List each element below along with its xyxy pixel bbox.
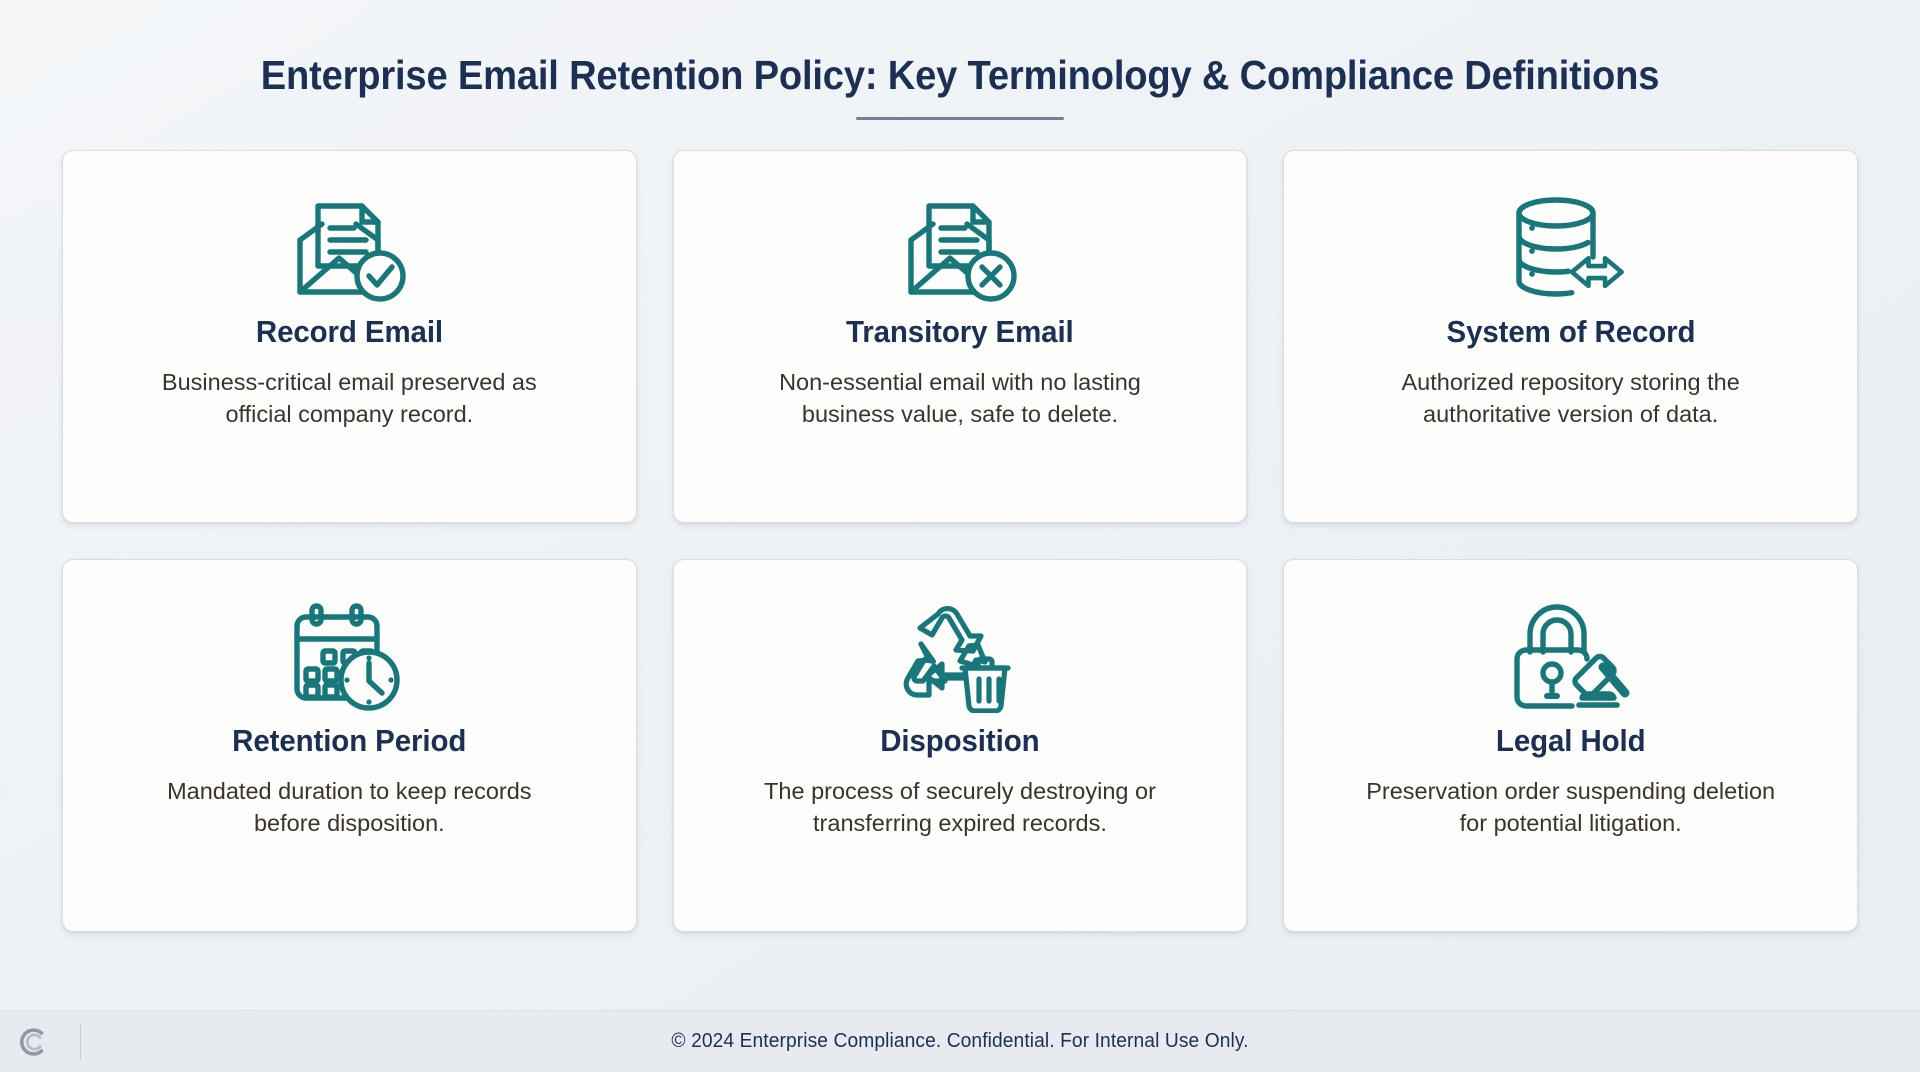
page-title: Enterprise Email Retention Policy: Key T…: [260, 52, 1660, 98]
card-title: Record Email: [255, 313, 443, 349]
definition-card-transitory-email[interactable]: Transitory Email Non-essential email wit…: [672, 149, 1248, 523]
definition-card-retention-period[interactable]: Retention Period Mandated duration to ke…: [62, 558, 637, 932]
cards-section: Record Email Business-critical email pre…: [0, 120, 1920, 1010]
card-description: Mandated duration to keep records before…: [167, 777, 532, 837]
page-header: Enterprise Email Retention Policy: Key T…: [0, 0, 1920, 120]
lock-gavel-icon: [1509, 596, 1633, 718]
card-title: System of Record: [1446, 313, 1696, 349]
card-description: Preservation order suspending deletion f…: [1366, 777, 1776, 837]
card-title: Disposition: [880, 722, 1040, 758]
page-footer: © 2024 Enterprise Compliance. Confidenti…: [0, 1010, 1920, 1072]
card-description: Authorized repository storing the author…: [1401, 368, 1740, 428]
footer-copyright: © 2024 Enterprise Compliance. Confidenti…: [671, 1030, 1249, 1052]
card-title: Retention Period: [232, 722, 467, 758]
title-accent-rule: [856, 116, 1064, 120]
definition-card-legal-hold[interactable]: Legal Hold Preservation order suspending…: [1283, 558, 1858, 932]
card-description: The process of securely destroying or tr…: [764, 777, 1156, 837]
email-record-check-icon: [290, 187, 408, 309]
card-title: Transitory Email: [846, 313, 1074, 349]
footer-divider: [80, 1024, 81, 1060]
email-transitory-cross-icon: [901, 187, 1019, 309]
concentric-c-logo: [20, 1028, 44, 1056]
card-description: Business-critical email preserved as off…: [161, 368, 537, 428]
definition-card-grid: Record Email Business-critical email pre…: [62, 149, 1858, 932]
card-title: Legal Hold: [1495, 722, 1646, 758]
recycle-trash-icon: [899, 596, 1021, 718]
calendar-clock-icon: [290, 596, 408, 718]
database-exchange-icon: [1510, 187, 1632, 309]
definition-card-record-email[interactable]: Record Email Business-critical email pre…: [62, 149, 637, 523]
footer-brand: [16, 1011, 81, 1072]
definition-card-disposition[interactable]: Disposition The process of securely dest…: [672, 558, 1248, 932]
card-description: Non-essential email with no lasting busi…: [779, 368, 1141, 428]
definition-card-system-of-record[interactable]: System of Record Authorized repository s…: [1283, 149, 1858, 523]
